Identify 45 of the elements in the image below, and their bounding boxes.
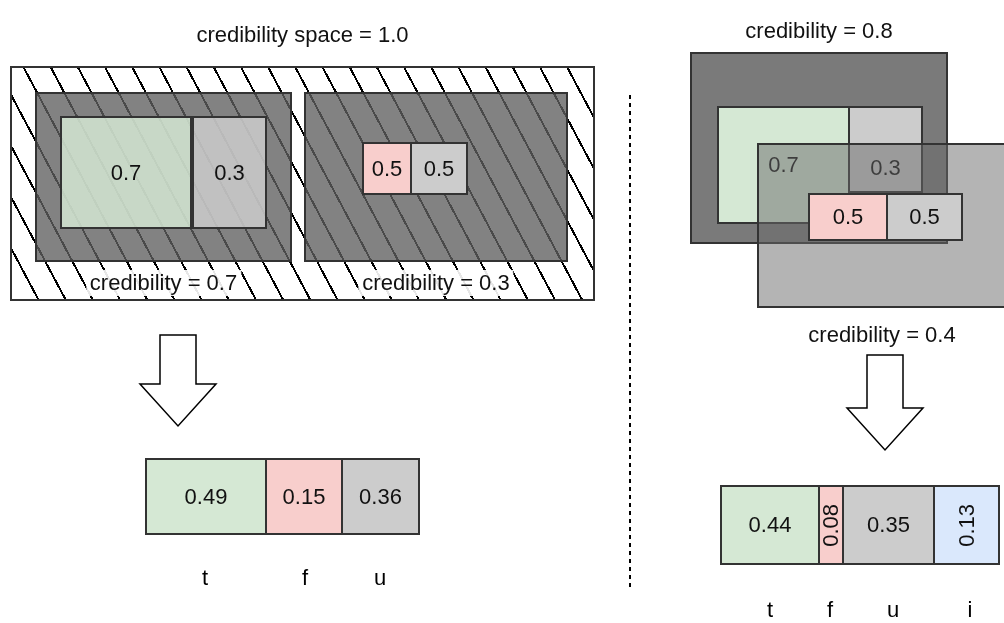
value-text: 0.35 (867, 512, 910, 538)
credibility-label: credibility = 0.4 (808, 322, 956, 348)
category-label: i (967, 597, 973, 623)
category-label: t (766, 597, 774, 623)
value-text: 0.7 (110, 159, 142, 186)
value-text: 0.49 (184, 483, 228, 510)
value-text: 0.13 (953, 503, 980, 547)
category-label: f (301, 565, 309, 591)
value-text: 0.3 (870, 155, 901, 181)
value-cell (145, 458, 267, 535)
value-text: 0.5 (423, 155, 455, 182)
value-text: 0.3 (214, 159, 245, 186)
credibility-label: credibility = 0.3 (358, 270, 514, 296)
credibility-label: credibility space = 1.0 (196, 22, 409, 48)
value-cell (933, 485, 1000, 565)
value-cell (818, 485, 844, 565)
value-cell (192, 116, 267, 229)
value-cell (848, 106, 923, 193)
block-arrow (138, 334, 218, 428)
value-cell (60, 116, 192, 229)
value-cell (265, 458, 343, 535)
value-cell (720, 485, 820, 565)
value-text: 0.36 (359, 483, 402, 510)
value-cell (808, 193, 888, 241)
value-cell (886, 193, 963, 241)
block-arrow (845, 354, 925, 452)
value-text: 0.7 (768, 152, 799, 178)
value-text: 0.5 (371, 155, 403, 182)
value-cell (341, 458, 420, 535)
result-bar (720, 485, 1000, 565)
value-cell (362, 142, 412, 195)
value-cell (410, 142, 468, 195)
value-text: 0.5 (909, 204, 940, 230)
value-text: 0.15 (282, 483, 326, 510)
category-label: t (201, 565, 209, 591)
value-text: 0.44 (748, 512, 792, 538)
value-text: 0.08 (818, 503, 844, 547)
category-label: u (373, 565, 387, 591)
value-cell (842, 485, 935, 565)
category-label: u (886, 597, 900, 623)
result-bar (145, 458, 420, 535)
credibility-label: credibility = 0.7 (85, 270, 242, 296)
credibility-label: credibility = 0.8 (745, 18, 893, 44)
category-label: f (826, 597, 834, 623)
value-text: 0.5 (832, 204, 864, 230)
